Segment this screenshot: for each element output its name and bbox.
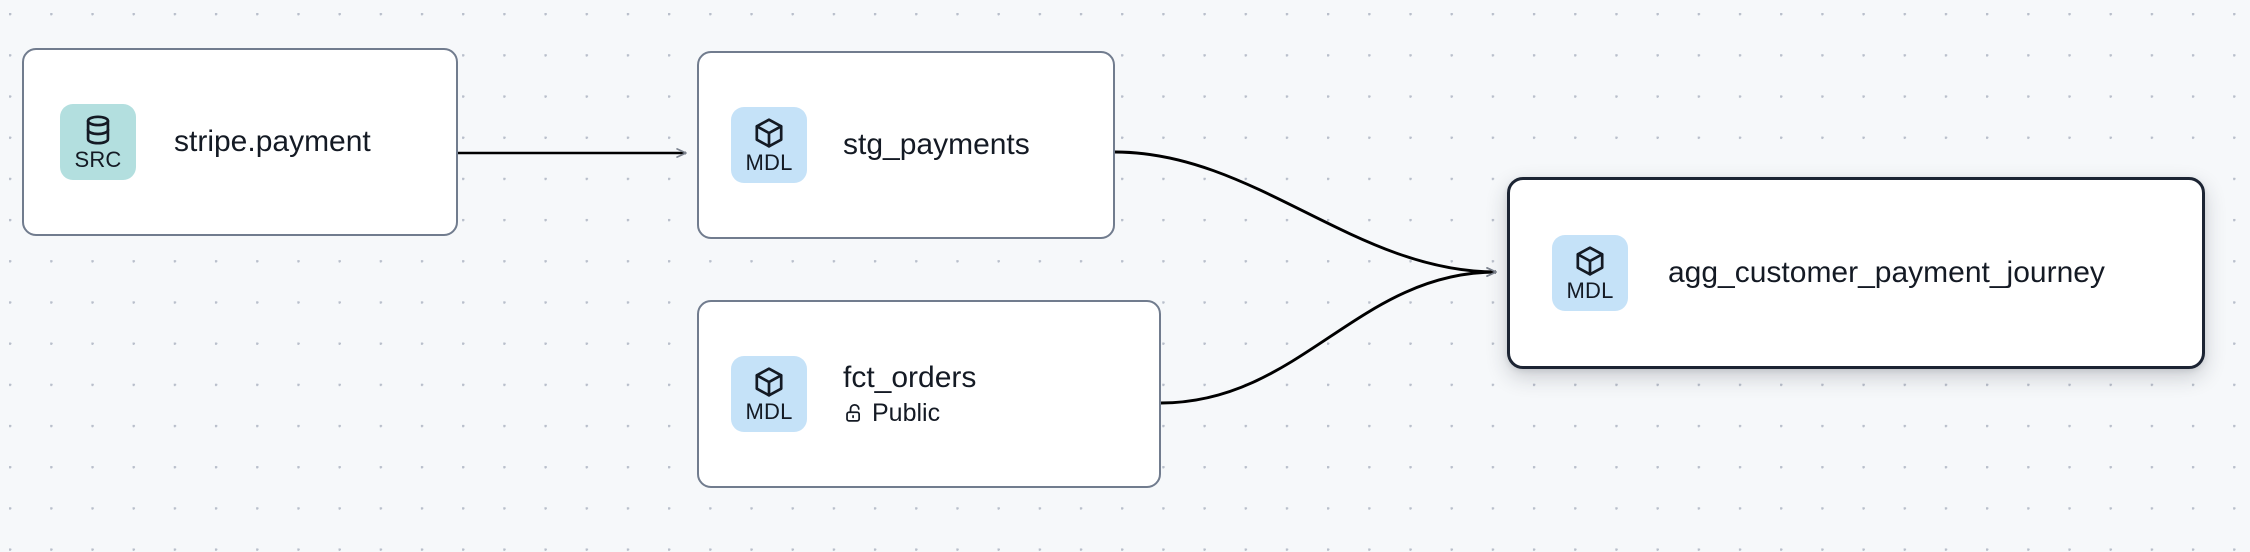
- badge-label: MDL: [745, 149, 793, 175]
- node-title: stg_payments: [843, 128, 1030, 161]
- node-body: fct_orders Public: [843, 359, 976, 429]
- visibility-label: Public: [872, 399, 941, 427]
- cube-icon: [752, 365, 786, 399]
- node-type-badge-mdl: MDL: [731, 356, 807, 432]
- node-title: fct_orders: [843, 361, 977, 394]
- cube-icon: [752, 116, 786, 150]
- badge-label: MDL: [745, 398, 793, 424]
- graph-node-stripe-payment[interactable]: SRC stripe.payment: [22, 48, 458, 236]
- node-visibility: Public: [843, 397, 976, 429]
- edge-fct-orders-to-agg-journey: [1160, 267, 1497, 405]
- node-type-badge-mdl: MDL: [731, 107, 807, 183]
- graph-node-stg-payments[interactable]: MDL stg_payments: [697, 51, 1115, 239]
- node-title: stripe.payment: [174, 125, 371, 158]
- badge-label: MDL: [1566, 277, 1614, 303]
- graph-node-fct-orders[interactable]: MDL fct_orders Public: [697, 300, 1161, 488]
- node-type-badge-src: SRC: [60, 104, 136, 180]
- node-body: stg_payments: [843, 126, 1030, 164]
- unlock-icon: [843, 402, 865, 424]
- node-title: agg_customer_payment_journey: [1668, 256, 2105, 289]
- node-type-badge-mdl: MDL: [1552, 235, 1628, 311]
- database-icon: [81, 113, 115, 147]
- cube-icon: [1573, 244, 1607, 278]
- node-body: agg_customer_payment_journey: [1668, 254, 2105, 292]
- edge-stg-payments-to-agg-journey: [1114, 150, 1497, 277]
- graph-node-agg-customer-payment-journey[interactable]: MDL agg_customer_payment_journey: [1507, 177, 2205, 369]
- node-body: stripe.payment: [174, 123, 371, 161]
- badge-label: SRC: [74, 146, 122, 172]
